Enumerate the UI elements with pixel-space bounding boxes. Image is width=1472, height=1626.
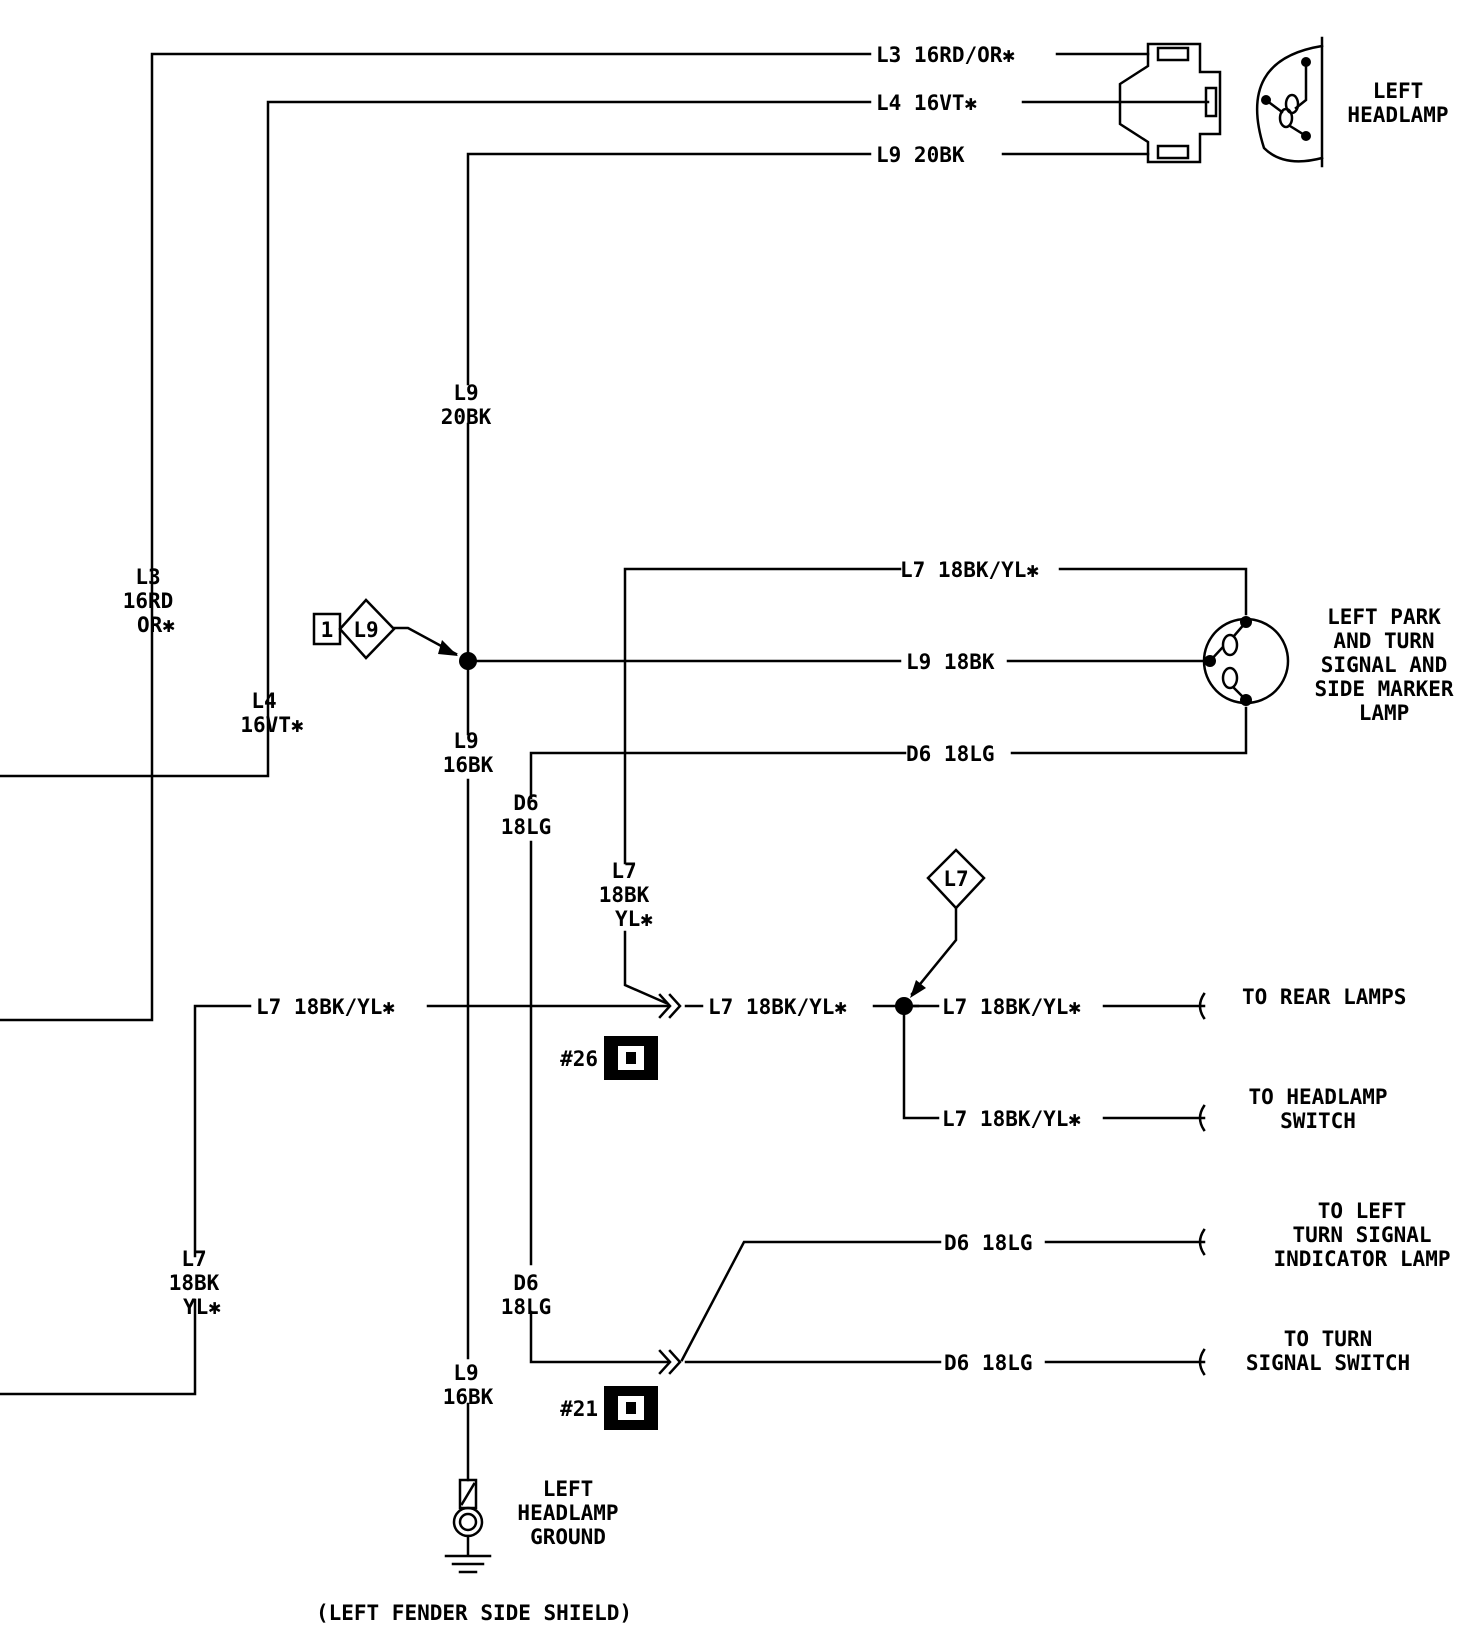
- dest-turn-indicator-line1: TO LEFT: [1318, 1199, 1407, 1223]
- label-l7-after-26: L7 18BK/YL✱: [708, 995, 847, 1019]
- label-l4-top: L4 16VT✱: [876, 91, 978, 115]
- splice-dot-l7: [895, 997, 913, 1015]
- wire-l4: [0, 100, 872, 778]
- wire-l7-park: [623, 567, 902, 865]
- wire-d6-indicator-diag: [680, 1240, 942, 1362]
- splice-ref-l9: [312, 598, 396, 660]
- park-lamp-label-line1: LEFT PARK: [1327, 605, 1441, 629]
- wire-l9-top: [466, 152, 872, 386]
- label-l4-vertical-1: L4: [251, 689, 276, 713]
- label-l9-top: L9 20BK: [876, 143, 965, 167]
- splice-arrowhead-l7: [910, 980, 926, 998]
- label-l7-switch: L7 18BK/YL✱: [942, 1107, 1081, 1131]
- wire-l7-left: [0, 1298, 197, 1396]
- label-l9-park: L9 18BK: [906, 650, 995, 674]
- label-l3-vertical-1: L3: [135, 565, 160, 589]
- ground-label-line1: LEFT: [543, 1477, 594, 1501]
- dest-turn-indicator-line2: TURN SIGNAL: [1292, 1223, 1431, 1247]
- splice-ref-l7: [926, 848, 986, 910]
- dest-rear-lamps: TO REAR LAMPS: [1242, 985, 1406, 1009]
- inline-connector-21: [658, 1349, 682, 1375]
- label-l3-top: L3 16RD/OR✱: [876, 43, 1015, 67]
- label-l7-left-vertical-3: YL✱: [183, 1295, 221, 1319]
- wire-l7-left-up: [193, 1004, 252, 1258]
- wire-d6-to-connector: [529, 1310, 670, 1364]
- label-l4-vertical-2: 16VT✱: [240, 713, 304, 737]
- label-d6-upper-vertical-2: 18LG: [501, 815, 552, 839]
- label-l9-top-vertical-2: 20BK: [441, 405, 492, 429]
- dest-turn-switch-line2: SIGNAL SWITCH: [1246, 1351, 1410, 1375]
- splice-arrow-l7: [910, 906, 958, 996]
- connector-21-icon: [604, 1386, 658, 1430]
- wire-l7-park-right: [1058, 567, 1248, 616]
- label-d6-switch: D6 18LG: [944, 1351, 1033, 1375]
- ground-label-line3: GROUND: [530, 1525, 606, 1549]
- splice-ref-l7-diamond-text: L7: [943, 867, 968, 891]
- connector-21-label: #21: [560, 1397, 598, 1421]
- dest-headlamp-switch-line1: TO HEADLAMP: [1248, 1085, 1387, 1109]
- wire-l7-mid-down: [623, 930, 668, 1005]
- label-l7-left-vertical-1: L7: [181, 1247, 206, 1271]
- label-l7-left: L7 18BK/YL✱: [256, 995, 395, 1019]
- label-l9-mid-vertical-2: 16BK: [443, 753, 494, 777]
- label-l7-mid-vertical-1: L7: [611, 859, 636, 883]
- connector-26-label: #26: [560, 1047, 598, 1071]
- label-d6-lower-vertical-2: 18LG: [501, 1295, 552, 1319]
- label-l7-park: L7 18BK/YL✱: [900, 558, 1039, 582]
- park-lamp-label-line5: LAMP: [1359, 701, 1410, 725]
- label-d6-upper-vertical-1: D6: [513, 791, 538, 815]
- dest-turn-switch-line1: TO TURN: [1284, 1327, 1373, 1351]
- wire-end-tails: [1198, 992, 1206, 1376]
- label-d6-park: D6 18LG: [906, 742, 995, 766]
- label-l9-top-vertical-1: L9: [453, 381, 478, 405]
- ground-location-label: (LEFT FENDER SIDE SHIELD): [316, 1601, 632, 1625]
- label-l7-mid-vertical-2: 18BK: [599, 883, 650, 907]
- label-d6-lower-vertical-1: D6: [513, 1271, 538, 1295]
- label-l7-left-vertical-2: 18BK: [169, 1271, 220, 1295]
- wire-l7-switch-drop: [902, 1004, 940, 1120]
- headlamp-label-line2: HEADLAMP: [1347, 103, 1448, 127]
- splice-ref-l9-box-text: 1: [321, 618, 334, 642]
- label-l9-bottom-vertical-1: L9: [453, 1361, 478, 1385]
- label-d6-indicator: D6 18LG: [944, 1231, 1033, 1255]
- label-l9-mid-vertical-1: L9: [453, 729, 478, 753]
- splice-ref-l9-diamond-text: L9: [353, 618, 378, 642]
- label-l3-vertical-2: 16RD: [123, 589, 174, 613]
- splice-arrow-l9: [392, 626, 458, 656]
- ground-icon: [444, 1478, 492, 1574]
- wire-d6-park-right: [1010, 706, 1248, 755]
- connector-26-icon: [604, 1036, 658, 1080]
- ground-label-line2: HEADLAMP: [517, 1501, 618, 1525]
- park-lamp-label-line3: SIGNAL AND: [1321, 653, 1447, 677]
- inline-connector-26: [658, 993, 682, 1019]
- label-l7-mid-vertical-3: YL✱: [615, 907, 653, 931]
- wire-l3: [0, 52, 872, 1022]
- splice-arrowhead-l9: [438, 640, 458, 656]
- park-turn-lamp-icon: [1202, 616, 1290, 706]
- label-l7-rear: L7 18BK/YL✱: [942, 995, 1081, 1019]
- wire-d6-park: [529, 751, 907, 800]
- dest-turn-indicator-line3: INDICATOR LAMP: [1273, 1247, 1450, 1271]
- park-lamp-label-line2: AND TURN: [1333, 629, 1434, 653]
- headlamp-icon: [1255, 36, 1324, 168]
- wires: [0, 52, 1248, 1482]
- label-l3-vertical-3: OR✱: [137, 613, 175, 637]
- label-l9-bottom-vertical-2: 16BK: [443, 1385, 494, 1409]
- splice-dot-l9: [459, 652, 477, 670]
- headlamp-connector-icon: [1118, 42, 1222, 164]
- dest-headlamp-switch-line2: SWITCH: [1280, 1109, 1356, 1133]
- park-lamp-label-line4: SIDE MARKER: [1314, 677, 1453, 701]
- headlamp-label-line1: LEFT: [1373, 79, 1424, 103]
